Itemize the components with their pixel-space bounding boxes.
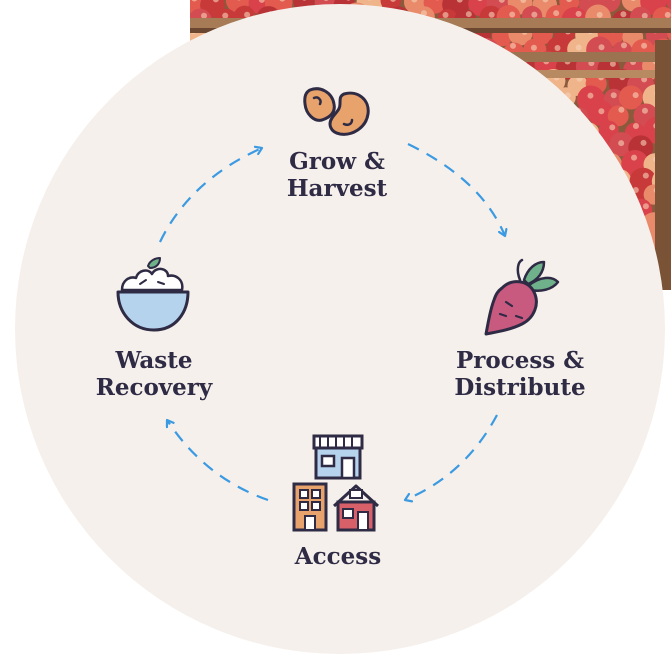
stage-grow-harvest: Grow & Harvest [262, 148, 412, 202]
stage-label: Access [268, 543, 408, 570]
compost-bowl-icon [114, 256, 194, 336]
stage-label: Process & Distribute [440, 347, 600, 401]
stage-label: Grow & Harvest [262, 148, 412, 202]
stage-process-distribute: Process & Distribute [440, 347, 600, 401]
arrow-grow-to-process [408, 144, 505, 236]
beet-icon [478, 258, 562, 336]
stage-label: Waste Recovery [80, 347, 228, 401]
arrow-waste-to-grow [160, 148, 262, 242]
arrow-access-to-waste [167, 420, 268, 500]
buildings-icon [290, 434, 384, 534]
stage-access: Access [268, 543, 408, 570]
arrow-process-to-access [405, 415, 497, 500]
stage-waste-recovery: Waste Recovery [80, 347, 228, 401]
beans-icon [300, 84, 374, 142]
